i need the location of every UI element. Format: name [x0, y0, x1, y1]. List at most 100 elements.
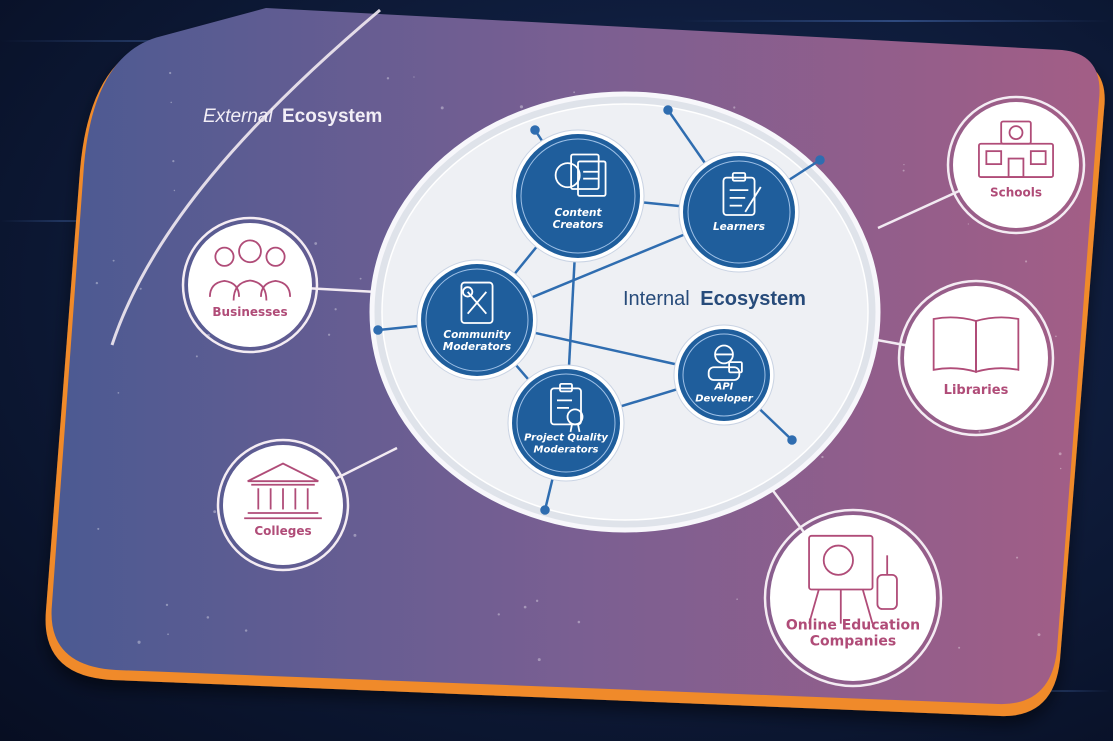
speckle	[535, 599, 539, 603]
speckle	[902, 169, 905, 172]
speckle	[440, 106, 444, 110]
speckle	[223, 161, 225, 163]
speckle	[195, 355, 198, 358]
clipboard-pen-icon	[722, 172, 762, 216]
speckle	[173, 189, 176, 192]
edge-dot-1	[787, 435, 797, 445]
speckle	[95, 281, 99, 285]
internal-node-label: Moderators	[443, 341, 511, 353]
internal-node-label: Developer	[695, 394, 754, 405]
school-building-icon	[978, 120, 1054, 178]
edge-dot-5	[663, 105, 673, 115]
speckle	[573, 91, 576, 94]
speckle	[537, 658, 541, 662]
internal-node-inner-ring	[425, 268, 529, 372]
speckle	[353, 533, 357, 537]
certificate-clipboard-icon	[550, 382, 584, 433]
tools-document-icon	[460, 281, 494, 324]
external-node-libraries: Libraries	[897, 279, 1055, 437]
internal-node-inner-ring	[520, 138, 636, 254]
external-ecosystem-title: External Ecosystem	[203, 106, 382, 127]
edge-dot-2	[540, 505, 550, 515]
internal-node-label: Community	[443, 329, 511, 341]
external-node-ring	[763, 508, 943, 688]
speckle	[314, 242, 318, 245]
speckle	[1016, 556, 1019, 559]
external-node-colleges: Colleges	[216, 438, 350, 572]
internal-title-plain: Internal	[623, 288, 690, 310]
external-node-label: Online Education	[786, 618, 920, 634]
speckle	[413, 76, 415, 78]
external-node-label: Companies	[810, 634, 897, 650]
internal-node-label: Moderators	[534, 444, 599, 455]
external-node-disc	[770, 515, 936, 681]
internal-node-inner-ring	[516, 373, 616, 473]
speckle	[497, 613, 500, 616]
external-node-ring	[897, 279, 1055, 437]
speckle	[967, 223, 969, 225]
speckle	[117, 391, 120, 394]
speckle	[1055, 335, 1057, 338]
external-node-businesses: Businesses	[181, 216, 319, 354]
speckle	[359, 277, 362, 280]
speckle	[1058, 452, 1062, 456]
speckle	[327, 333, 331, 336]
speckle	[386, 77, 390, 80]
internal-node-disc	[683, 156, 795, 268]
external-node-label: Schools	[990, 186, 1042, 200]
speckle	[523, 605, 527, 609]
speckle	[821, 455, 824, 459]
speckle	[169, 71, 172, 75]
external-node-label: Colleges	[254, 524, 311, 538]
external-node-ring	[216, 438, 350, 572]
open-book-icon	[932, 316, 1020, 373]
internal-node-label: API	[714, 382, 734, 393]
speckle	[958, 646, 961, 649]
internal-title-bold: Ecosystem	[700, 288, 806, 310]
internal-node-label: Project Quality	[524, 432, 608, 443]
speckle	[206, 616, 210, 619]
speckle	[1025, 260, 1028, 263]
speckle	[167, 633, 169, 636]
speckle	[519, 105, 524, 109]
developer-icon	[707, 344, 743, 381]
external-title-bold: Ecosystem	[282, 106, 382, 127]
headset-documents-icon	[554, 153, 607, 197]
edge-dot-0	[815, 155, 825, 165]
internal-node-learners: Learners	[678, 151, 800, 273]
speckle	[334, 308, 337, 311]
speckle	[1059, 467, 1062, 470]
speckle	[112, 259, 115, 262]
presentation-easel-icon	[808, 534, 898, 624]
speckle	[172, 160, 175, 163]
speckle	[1037, 633, 1041, 637]
external-node-ring	[946, 95, 1086, 235]
internal-node-inner-ring	[687, 160, 791, 264]
speckle	[137, 640, 141, 644]
external-node-ring	[181, 216, 319, 354]
external-node-schools: Schools	[946, 95, 1086, 235]
speckle	[736, 598, 738, 600]
external-node-label: Businesses	[212, 305, 287, 319]
speckle	[733, 106, 736, 109]
speckle	[978, 430, 981, 433]
speckle	[170, 101, 173, 104]
internal-node-disc	[421, 264, 533, 376]
speckle	[577, 620, 581, 624]
edge-dot-3	[373, 325, 383, 335]
speckle	[903, 163, 905, 166]
external-node-disc	[188, 223, 312, 347]
internal-ecosystem-title: Internal Ecosystem	[623, 288, 806, 310]
internal-node-label: Learners	[713, 221, 765, 233]
internal-node-label: Creators	[553, 219, 604, 231]
internal-node-inner-ring	[682, 333, 766, 417]
edge-dot-4	[530, 125, 540, 135]
internal-node-label: Content	[554, 207, 602, 219]
external-node-label: Libraries	[944, 383, 1009, 398]
